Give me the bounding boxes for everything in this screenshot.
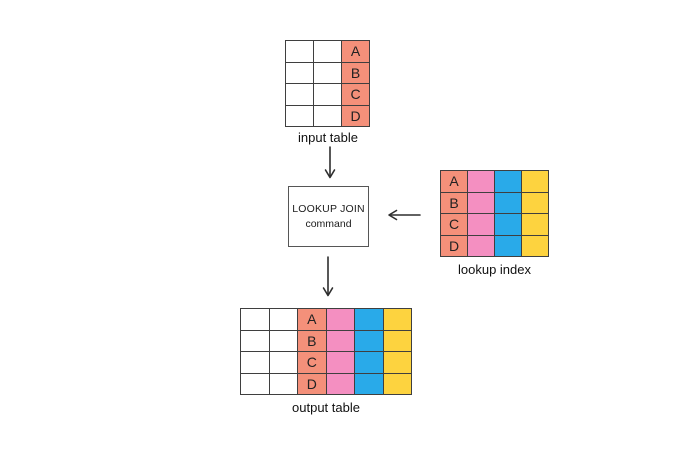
table-cell [286,84,313,105]
output-key-cell: D [298,373,326,394]
table-cell [241,309,269,330]
table-cell [314,41,341,62]
table-cell [326,373,354,394]
table-cell [241,352,269,373]
output-key-cell: B [298,330,326,351]
table-cell [314,84,341,105]
output-table-label: output table [292,400,360,415]
lookup-index-label: lookup index [458,262,531,277]
table-cell [383,330,411,351]
table-cell [383,373,411,394]
lookup-key-cell: D [441,235,467,256]
table-cell [468,235,494,256]
table-cell [314,62,341,83]
table-cell [241,373,269,394]
output-table: A B C D [240,308,412,395]
table-cell [269,373,297,394]
command-box-title: LOOKUP JOIN [292,203,365,215]
table-cell [286,105,313,126]
table-cell [468,192,494,213]
table-cell [383,309,411,330]
table-cell [269,309,297,330]
input-table: A B C D [285,40,370,127]
table-cell [355,330,383,351]
table-cell [468,171,494,192]
table-cell [522,235,548,256]
table-cell [383,352,411,373]
lookup-join-command-box: LOOKUP JOIN command [288,186,369,247]
arrow-lookup-to-command [388,209,421,221]
table-cell [522,171,548,192]
table-cell [495,171,521,192]
lookup-key-cell: B [441,192,467,213]
table-cell [355,373,383,394]
lookup-key-cell: C [441,214,467,235]
table-cell [286,62,313,83]
table-cell [495,214,521,235]
lookup-index-table: A B C D [440,170,549,257]
input-key-cell: A [342,41,369,62]
table-cell [241,330,269,351]
table-cell [468,214,494,235]
table-cell [522,214,548,235]
table-cell [355,352,383,373]
table-cell [326,352,354,373]
arrow-input-to-command [324,146,336,179]
input-table-label: input table [298,130,358,145]
input-key-cell: D [342,105,369,126]
input-key-cell: B [342,62,369,83]
command-box-subtitle: command [305,218,352,230]
table-cell [326,309,354,330]
table-cell [286,41,313,62]
table-cell [355,309,383,330]
table-cell [269,352,297,373]
arrow-command-to-output [322,256,334,297]
table-cell [314,105,341,126]
input-key-cell: C [342,84,369,105]
table-cell [495,235,521,256]
table-cell [495,192,521,213]
output-key-cell: A [298,309,326,330]
output-key-cell: C [298,352,326,373]
table-cell [269,330,297,351]
table-cell [522,192,548,213]
table-cell [326,330,354,351]
lookup-key-cell: A [441,171,467,192]
